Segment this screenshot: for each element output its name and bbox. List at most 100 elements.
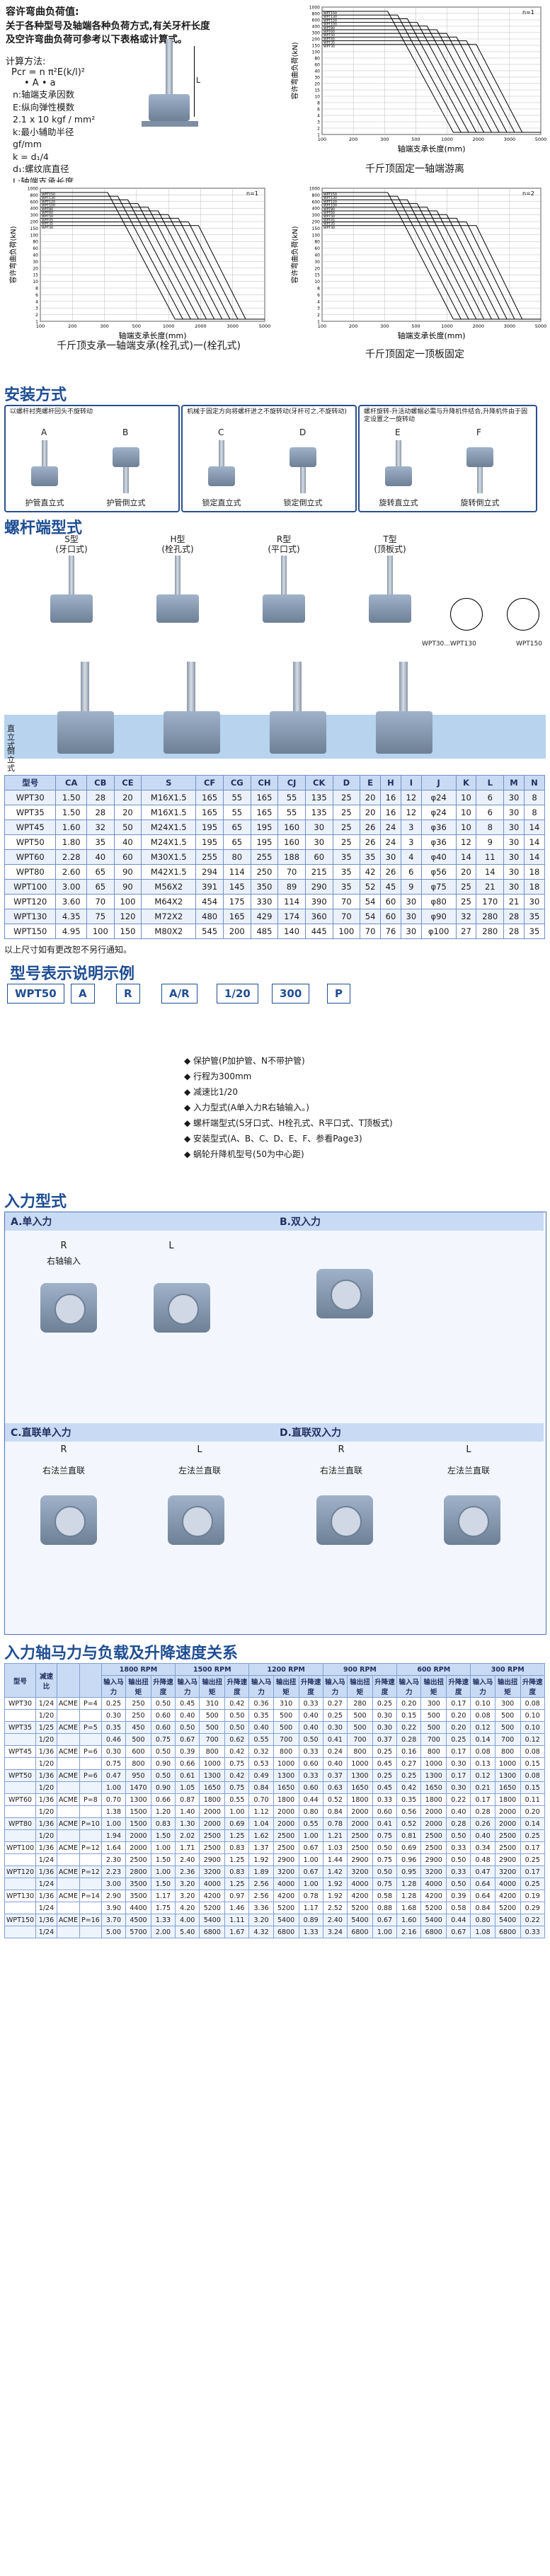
load-cell: 5400	[347, 1914, 373, 1926]
load-cell: 0.14	[470, 1733, 495, 1746]
load-cell: 0.64	[470, 1878, 495, 1890]
y-tick-label: 80	[33, 240, 38, 245]
load-cell: 1/20	[35, 1829, 57, 1842]
load-cell: 0.10	[470, 1697, 495, 1710]
load-cell: 1800	[347, 1793, 373, 1806]
y-tick-label: 2	[317, 127, 320, 132]
load-cell: 0.17	[470, 1793, 495, 1806]
load-cell: 1.00	[101, 1817, 127, 1830]
y-tick-label: 8	[35, 287, 38, 292]
formula-main: Pcr = n π²E(k/l)²	[11, 67, 85, 78]
x-tick-label: 100	[318, 323, 326, 329]
load-cell: 1000	[273, 1757, 299, 1770]
load-cell: 5200	[494, 1902, 521, 1914]
load-cell: 3.20	[248, 1914, 274, 1926]
load-cell: 4000	[347, 1878, 373, 1890]
series-label: WPT120	[323, 200, 337, 204]
load-cell: 1.44	[322, 1853, 348, 1866]
load-cell: 1.50	[150, 1853, 176, 1866]
input-gearbox-drawing	[423, 1481, 522, 1566]
series-label: WPT80	[323, 26, 335, 30]
spec-cell: 10	[455, 790, 477, 805]
load-cell: 2.52	[322, 1902, 348, 1914]
load-cell: 0.60	[150, 1721, 176, 1734]
load-cell: 0.08	[520, 1769, 546, 1782]
load-cell: 1000	[494, 1757, 521, 1770]
load-cell: 0.20	[446, 1721, 471, 1734]
spec-cell: 16	[380, 790, 401, 805]
spec-header: CF	[195, 775, 224, 790]
spec-cell: 70	[277, 864, 306, 880]
install-label: 旋转倒立式	[460, 498, 500, 507]
spec-cell: 290	[304, 879, 333, 895]
load-cell: 0.49	[248, 1769, 274, 1782]
load-sub-header: 升降速度	[372, 1675, 398, 1698]
series-label: WPT60	[323, 211, 335, 215]
spec-header: J	[420, 775, 457, 790]
load-cell: 0.30	[322, 1721, 348, 1734]
load-cell: 0.75	[372, 1878, 398, 1890]
y-tick-label: 600	[30, 200, 39, 205]
spec-cell: WPT35	[4, 805, 57, 820]
spec-cell: 28	[86, 805, 115, 820]
y-tick-label: 4	[35, 299, 38, 304]
series-label: WPT60	[323, 30, 335, 34]
y-tick-label: 1	[317, 133, 320, 138]
spec-cell: 35	[332, 849, 361, 865]
spec-cell: 14	[523, 820, 546, 835]
load-cell: 1.05	[175, 1781, 200, 1794]
dim-jack	[259, 662, 337, 761]
spec-cell: 21	[503, 894, 525, 909]
load-cell: 2.90	[101, 1890, 127, 1902]
load-cell: 0.50	[150, 1697, 176, 1710]
spec-cell: 90	[113, 879, 142, 895]
load-cell: 0.25	[101, 1697, 127, 1710]
spec-cell: 14	[455, 849, 477, 865]
load-cell: 0.33	[298, 1745, 323, 1758]
y-tick-label: 3	[35, 306, 38, 311]
spec-cell: 30	[380, 849, 401, 865]
end-dim-label: WPT150	[515, 640, 542, 648]
load-cell: 1.00	[224, 1805, 250, 1818]
load-cell: ACME	[56, 1865, 81, 1878]
load-cell: 0.81	[396, 1829, 422, 1842]
load-cell: P=4	[79, 1697, 102, 1710]
spec-cell: 3.00	[55, 879, 87, 895]
load-sub-header: 输入马力	[322, 1675, 348, 1698]
load-cell: 0.60	[150, 1709, 176, 1722]
spec-header: L	[476, 775, 505, 790]
load-cell	[79, 1805, 102, 1818]
load-sub-header: 升降速度	[298, 1675, 323, 1698]
spec-cell: 350	[250, 879, 279, 895]
load-cell: 1.92	[322, 1890, 348, 1902]
spec-cell: 12	[455, 834, 477, 850]
load-cell: 3.20	[175, 1878, 200, 1890]
spec-cell: 195	[250, 834, 279, 850]
chart-n-label: n=1	[246, 190, 258, 197]
load-cell: 0.33	[372, 1793, 398, 1806]
load-cell: 2.16	[396, 1926, 422, 1938]
series-label: WPT30	[42, 226, 53, 230]
spec-cell: 50	[113, 820, 142, 835]
input-gearbox-drawing	[132, 1269, 231, 1354]
spec-cell: 35	[360, 849, 382, 865]
x-tick-label: 100	[36, 323, 45, 329]
spec-cell: 28	[503, 924, 525, 939]
load-cell: 310	[273, 1697, 299, 1710]
y-tick-label: 15	[314, 273, 320, 278]
x-axis-label: 轴端支承长度(mm)	[397, 330, 465, 340]
y-tick-label: 80	[314, 240, 320, 245]
load-cell: ACME	[56, 1769, 81, 1782]
spec-cell: 454	[195, 894, 224, 909]
load-cell: 1.08	[470, 1926, 495, 1938]
